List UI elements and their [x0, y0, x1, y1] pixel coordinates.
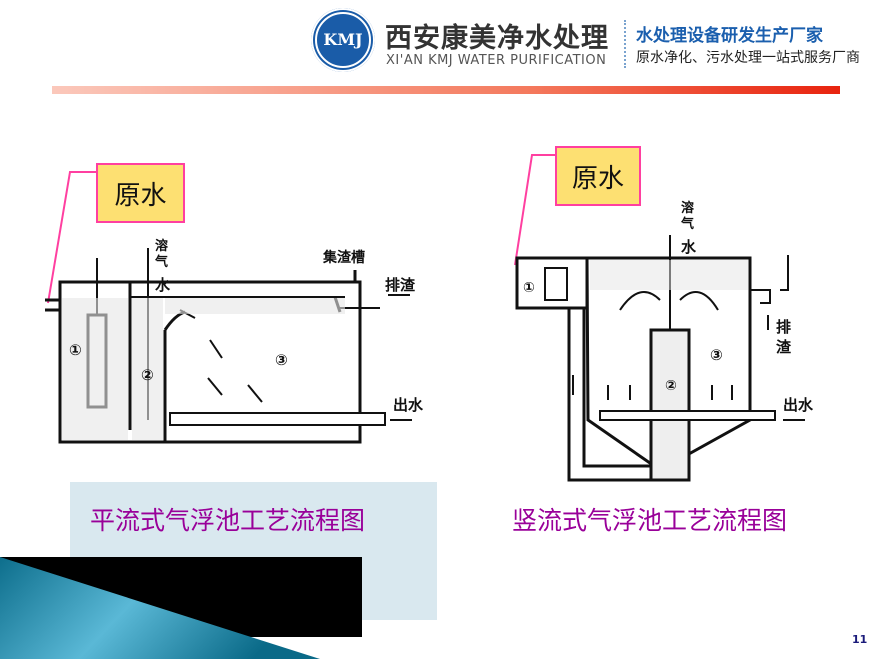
left-marker-1: ①	[69, 341, 82, 359]
right-marker-1: ①	[523, 280, 535, 296]
right-dissolved-air-1: 溶	[681, 200, 694, 216]
left-dissolved-air-3: 水	[155, 276, 171, 294]
left-dissolved-air-1: 溶	[155, 238, 168, 254]
right-dissolved-air-3: 水	[681, 238, 697, 256]
header-divider	[624, 20, 626, 68]
slogan-primary: 水处理设备研发生产厂家	[636, 26, 823, 46]
company-name: 西安康美净水处理	[385, 23, 609, 54]
company-name-en: XI'AN KMJ WATER PURIFICATION	[386, 53, 607, 68]
caption-horizontal-flow: 平流式气浮池工艺流程图	[90, 506, 366, 535]
callout-line-left	[47, 171, 97, 304]
kmj-logo: KMJ	[311, 8, 375, 72]
right-marker-3: ③	[710, 346, 723, 364]
header-gradient-bar	[52, 86, 840, 94]
caption-vertical-flow: 竖流式气浮池工艺流程图	[512, 506, 788, 535]
left-slag-trough-label: 集渣槽	[322, 249, 365, 266]
right-slag-discharge-2: 渣	[776, 338, 792, 356]
left-marker-3: ③	[275, 351, 288, 369]
right-outlet-label: 出水	[783, 396, 814, 414]
raw-water-callout-right: 原水	[555, 146, 641, 206]
left-outlet-label: 出水	[393, 396, 424, 414]
left-dissolved-air-2: 气	[155, 254, 168, 270]
right-slag-discharge-1: 排	[776, 318, 791, 336]
slogan-secondary: 原水净化、污水处理一站式服务厂商	[636, 50, 860, 66]
page-number: 11	[852, 633, 868, 646]
right-dissolved-air-2: 气	[681, 216, 694, 232]
callout-line-right	[514, 154, 555, 266]
teal-corner-decoration	[0, 557, 320, 659]
vertical-flotation-tank	[515, 235, 805, 482]
right-marker-2: ②	[665, 378, 677, 394]
left-slag-discharge-label: 排渣	[385, 276, 416, 294]
left-marker-2: ②	[141, 366, 154, 384]
raw-water-callout-left: 原水	[96, 163, 185, 223]
